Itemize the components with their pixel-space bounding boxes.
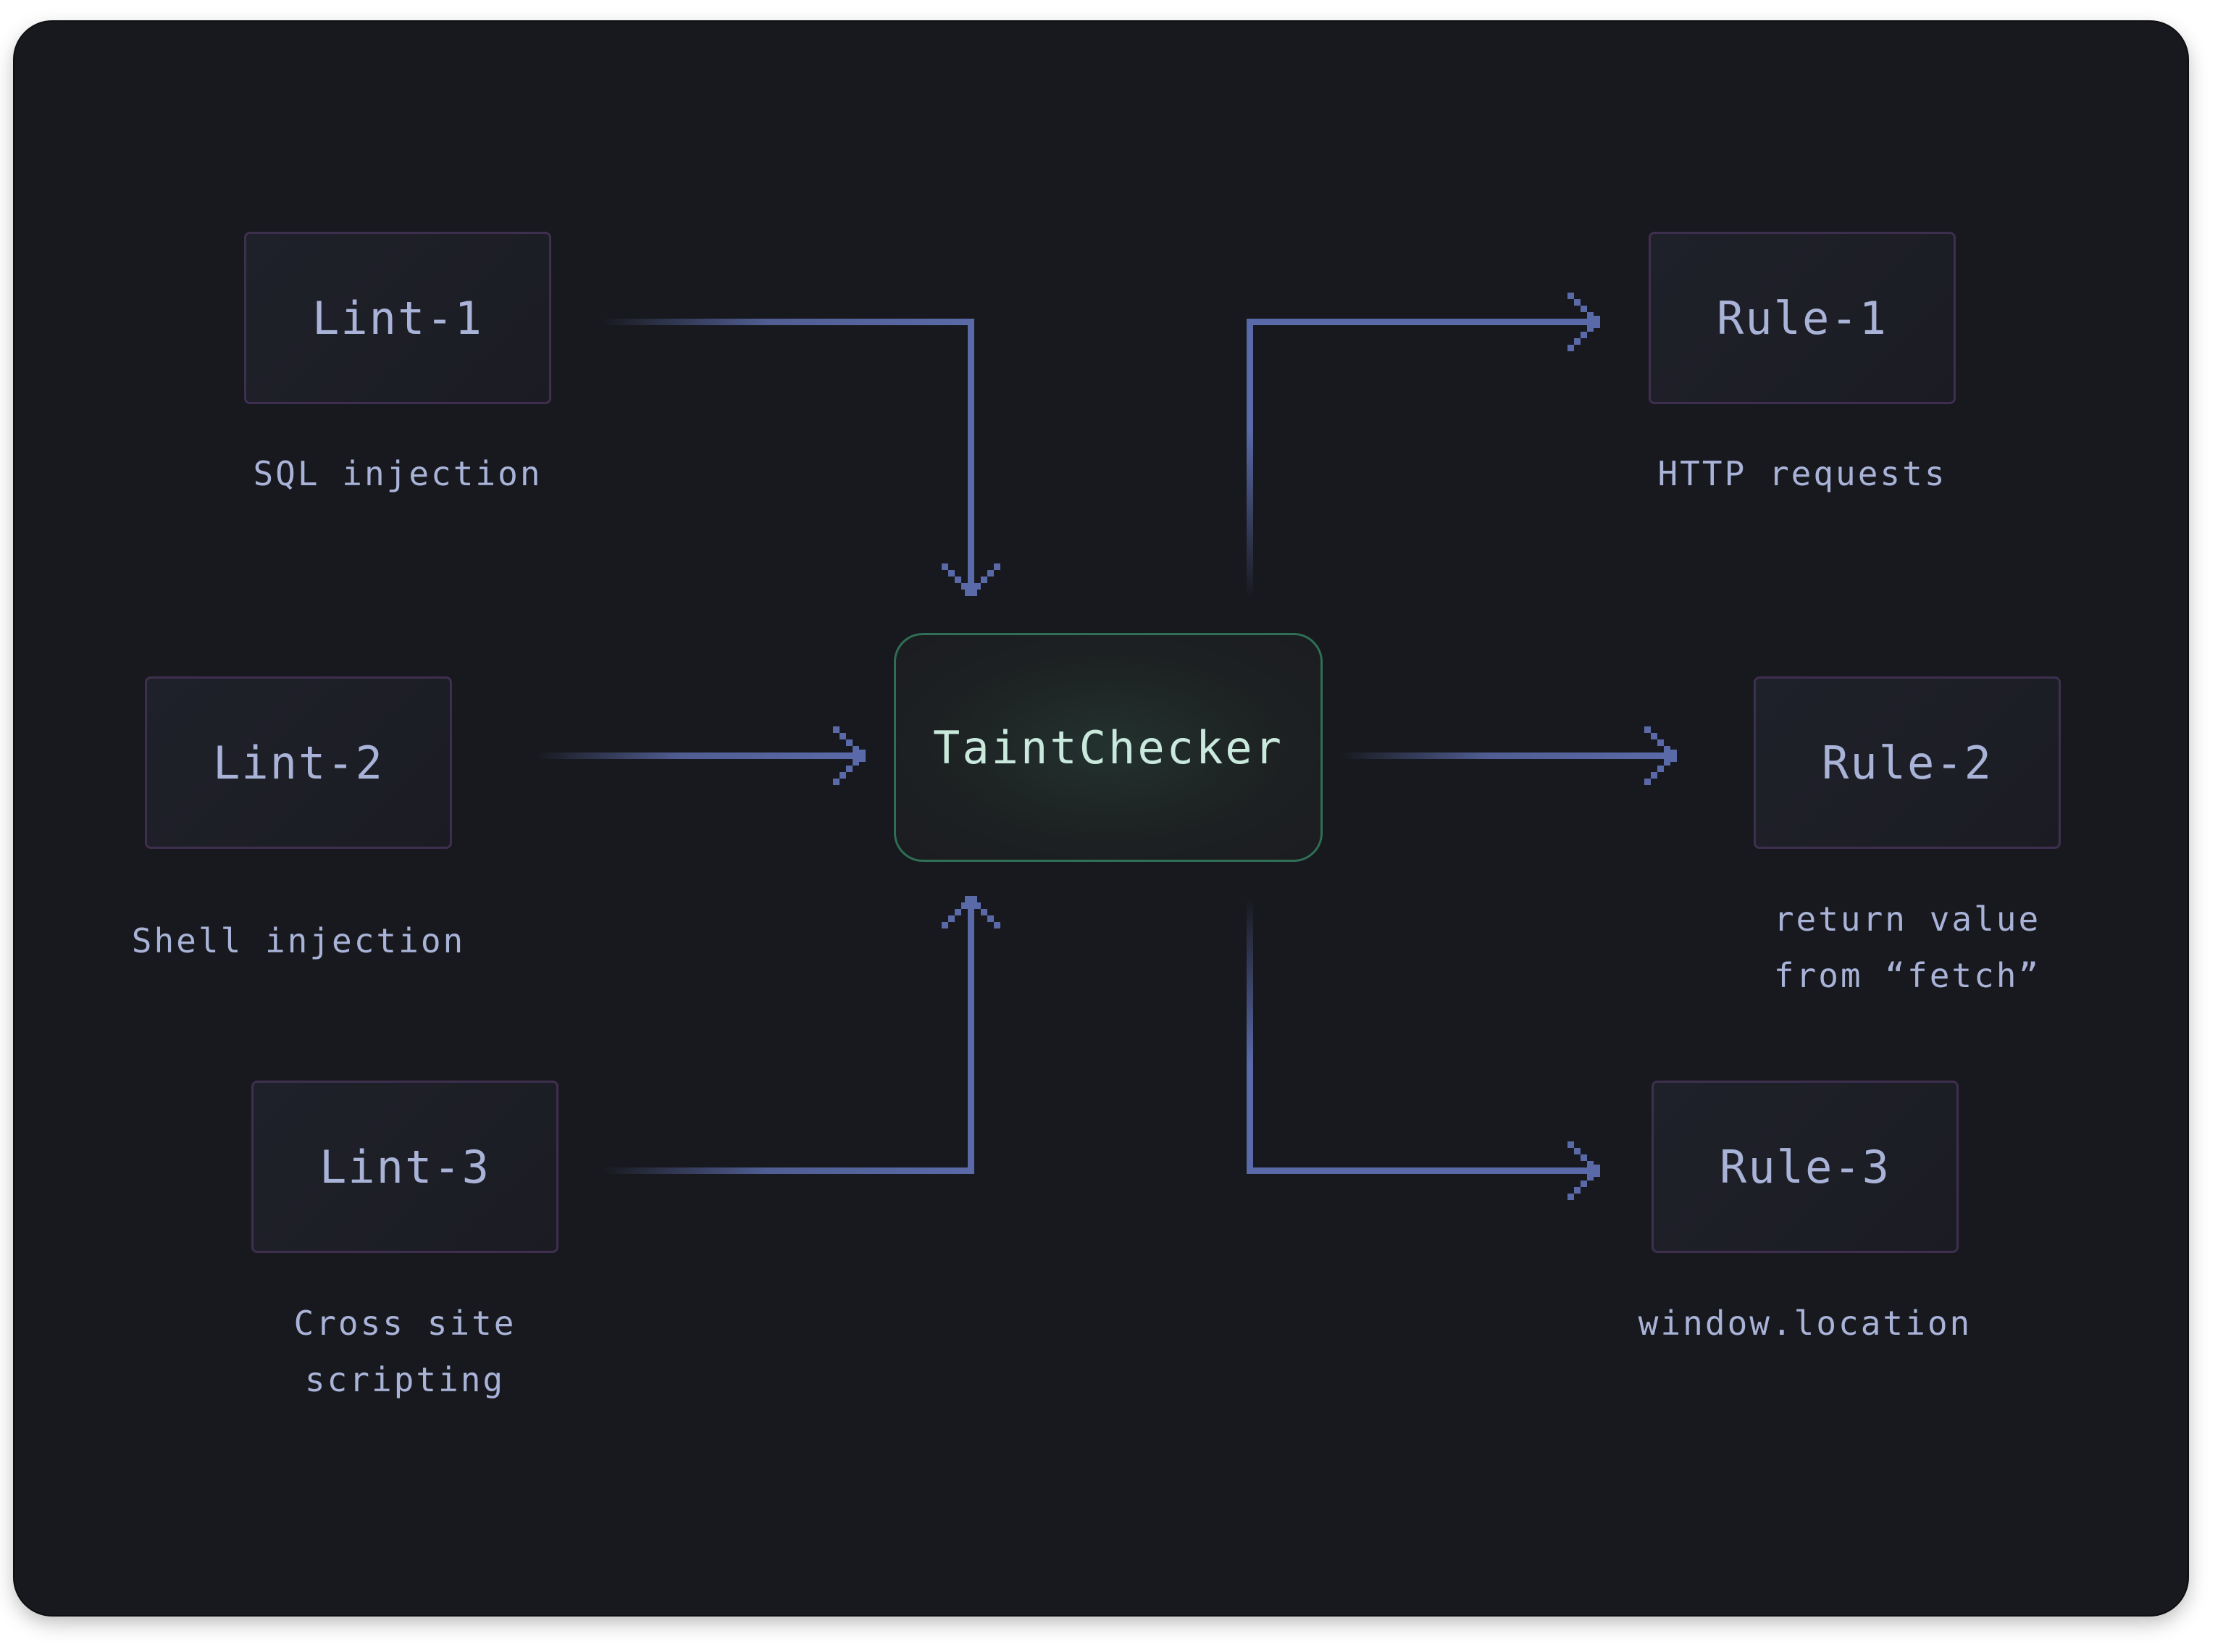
source-caption: Shell injection — [131, 921, 466, 960]
sink-node-label: Rule-3 — [1720, 1140, 1891, 1194]
sink-node-label: Rule-2 — [1822, 736, 1993, 789]
source-node-lint-2: Lint-2 — [145, 676, 452, 849]
source-node-lint-3: Lint-3 — [251, 1081, 558, 1253]
sink-node-rule-2: Rule-2 — [1754, 676, 2061, 849]
source-node-lint-1: Lint-1 — [244, 232, 551, 404]
source-caption: SQL injection — [253, 454, 543, 493]
sink-caption: return value from “fetch” — [1773, 900, 2041, 995]
sink-node-label: Rule-1 — [1717, 291, 1888, 345]
sink-node-rule-1: Rule-1 — [1649, 232, 1956, 404]
source-caption: Cross site scripting — [293, 1304, 516, 1399]
sink-caption: window.location — [1638, 1304, 1972, 1343]
sink-caption: HTTP requests — [1657, 454, 1947, 493]
source-node-label: Lint-3 — [319, 1140, 490, 1194]
hub-node-label: TaintChecker — [933, 721, 1284, 774]
source-node-label: Lint-1 — [312, 291, 483, 345]
source-node-label: Lint-2 — [213, 736, 384, 789]
hub-node-taintchecker: TaintChecker — [894, 633, 1323, 862]
sink-node-rule-3: Rule-3 — [1652, 1081, 1959, 1253]
